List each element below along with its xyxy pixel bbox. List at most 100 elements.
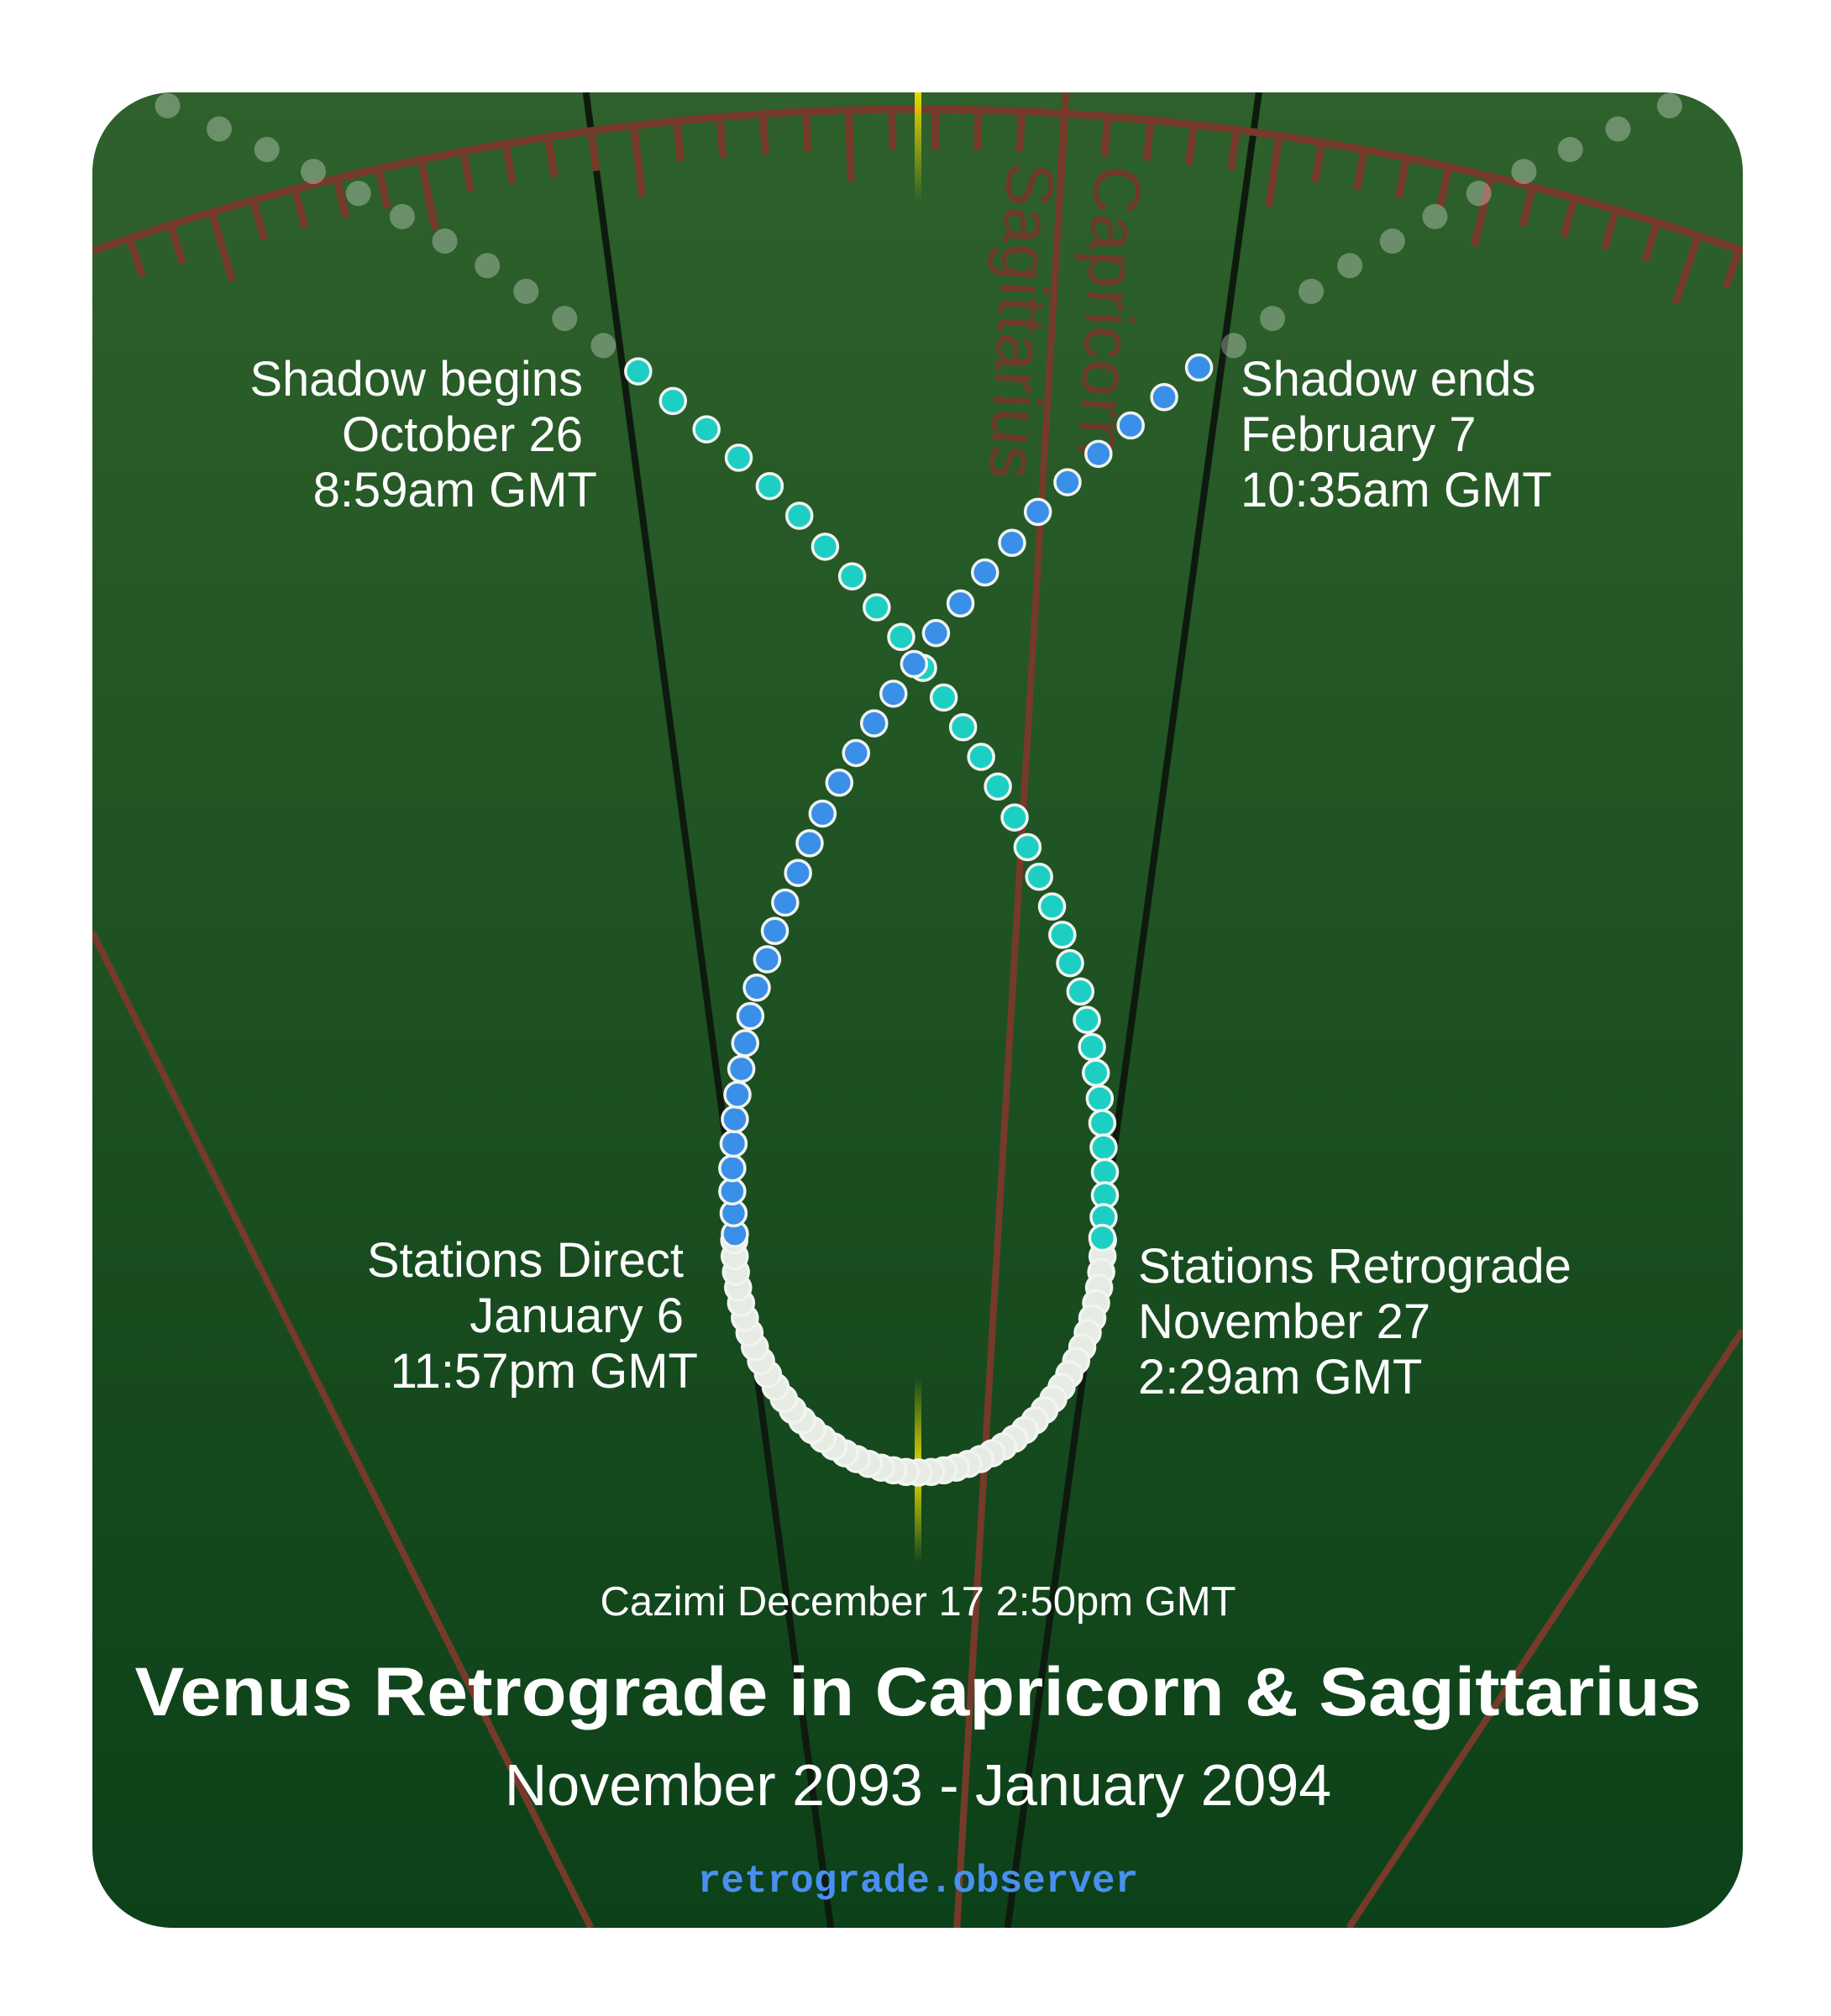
ecliptic-tick [1311, 141, 1326, 183]
shadow-path-dot [432, 228, 458, 255]
pre-shadow-dot [1066, 977, 1095, 1006]
post-shadow-dot [742, 974, 771, 1002]
shadow-boundary-line [1004, 92, 1262, 1928]
pre-shadow-dot [692, 415, 721, 444]
sign-boundary-line [1346, 1328, 1743, 1928]
shadow-path-dot [1557, 137, 1583, 163]
ecliptic-tick [845, 110, 855, 182]
pre-shadow-dot [967, 743, 995, 771]
pre-shadow-dot [658, 386, 688, 416]
shadow-path-dot [513, 278, 539, 304]
shadow-path-dot [475, 253, 501, 279]
ecliptic-tick [673, 120, 685, 162]
shadow-begins-label: Shadow begins [249, 352, 583, 407]
post-shadow-dot [718, 1153, 747, 1183]
pre-shadow-dot [1088, 1109, 1117, 1137]
shadow-path-dot [155, 92, 181, 118]
pre-shadow-dot [1078, 1032, 1106, 1062]
pre-shadow-dot [1085, 1084, 1115, 1113]
post-shadow-dot [736, 1001, 765, 1031]
ecliptic-tick [1560, 197, 1578, 239]
post-shadow-dot [760, 916, 790, 946]
shadow-path-dot [1656, 92, 1682, 118]
pre-shadow-dot [724, 444, 753, 472]
ecliptic-tick [1436, 165, 1453, 207]
pre-shadow-dot [1025, 863, 1053, 891]
pre-shadow-dot [887, 622, 916, 652]
post-shadow-dot [859, 709, 889, 738]
post-shadow-dot [731, 1029, 759, 1058]
post-shadow-dot [727, 1054, 756, 1084]
pre-shadow-dot [1090, 1158, 1120, 1187]
venus-path-dots [155, 92, 1682, 1487]
ecliptic-tick [758, 113, 769, 155]
shadow-path-dot [1260, 306, 1286, 332]
pre-shadow-dot [1013, 832, 1042, 862]
post-shadow-dot [1053, 468, 1082, 496]
ecliptic-tick [1519, 186, 1537, 228]
stations-direct-date: January 6 [470, 1289, 684, 1343]
post-shadow-dot [719, 1129, 748, 1158]
sign-label-capricorn: Capricorn [1063, 164, 1155, 459]
date-range-subtitle: November 2093 - January 2094 [505, 1752, 1331, 1818]
shadow-path-dot [1466, 181, 1492, 207]
cazimi-label: Cazimi December 17 2:50pm GMT [600, 1579, 1236, 1625]
page-title: Venus Retrograde in Capricorn & Sagittar… [135, 1654, 1702, 1730]
post-shadow-dot [921, 618, 951, 648]
post-shadow-dot [900, 649, 929, 679]
post-shadow-dot [808, 799, 837, 828]
shadow-ends-label: Shadow ends [1241, 352, 1535, 407]
ecliptic-tick [1185, 123, 1198, 165]
pre-shadow-dot [624, 357, 653, 386]
ecliptic-tick [375, 167, 391, 209]
ecliptic-tick [459, 150, 475, 192]
ecliptic-tick [501, 143, 517, 185]
ecliptic-tick [1601, 208, 1620, 250]
ecliptic-tick [1722, 248, 1743, 289]
shadow-begins-time: 8:59am GMT [313, 463, 597, 517]
ecliptic-tick [126, 237, 146, 278]
ecliptic-tick [1470, 176, 1495, 247]
pre-shadow-dot [863, 593, 891, 622]
pre-shadow-dot [811, 533, 840, 561]
ecliptic-tick [1100, 116, 1112, 157]
shadow-path-dot [1511, 159, 1537, 185]
post-shadow-dot [1184, 353, 1214, 382]
ecliptic-tick [716, 117, 727, 158]
cazimi-marker-top [915, 92, 921, 202]
shadow-path-dot [1337, 253, 1363, 279]
shadow-path-dot [1379, 228, 1405, 255]
shadow-path-dot [301, 159, 327, 185]
ecliptic-tick [802, 111, 812, 153]
ecliptic-tick [1641, 221, 1661, 262]
ecliptic-tick [1353, 149, 1368, 191]
site-url-link[interactable]: retrograde.observer [698, 1860, 1139, 1903]
post-shadow-dot [1116, 411, 1145, 440]
pre-shadow-dot [1089, 1133, 1118, 1162]
ecliptic-tick [291, 187, 309, 229]
post-shadow-dot [842, 738, 870, 768]
shadow-ends-date: February 7 [1241, 407, 1476, 462]
shadow-path-dot [254, 137, 280, 163]
shadow-ends-time: 10:35am GMT [1241, 463, 1552, 517]
pre-shadow-dot [1082, 1058, 1110, 1087]
post-shadow-dot [771, 888, 800, 917]
pre-shadow-dot [837, 562, 867, 591]
ecliptic-tick [1227, 129, 1241, 171]
shadow-path-dot [206, 116, 232, 142]
card-background [92, 92, 1743, 1928]
pre-shadow-dot [984, 772, 1012, 801]
post-shadow-dot [753, 945, 782, 974]
stations-retrograde-time: 2:29am GMT [1138, 1350, 1422, 1404]
shadow-boundary-line [582, 92, 835, 1928]
shadow-path-dot [1220, 333, 1246, 359]
ecliptic-tick [1265, 134, 1283, 207]
ecliptic-tick [1142, 119, 1155, 161]
post-shadow-dot [795, 829, 824, 858]
post-shadow-dot [784, 858, 812, 887]
ecliptic-tick [544, 136, 559, 178]
sign-boundary-line [953, 92, 1070, 1928]
ecliptic-tick [417, 159, 439, 231]
ecliptic-tick [207, 211, 236, 282]
post-shadow-dot [723, 1080, 752, 1109]
